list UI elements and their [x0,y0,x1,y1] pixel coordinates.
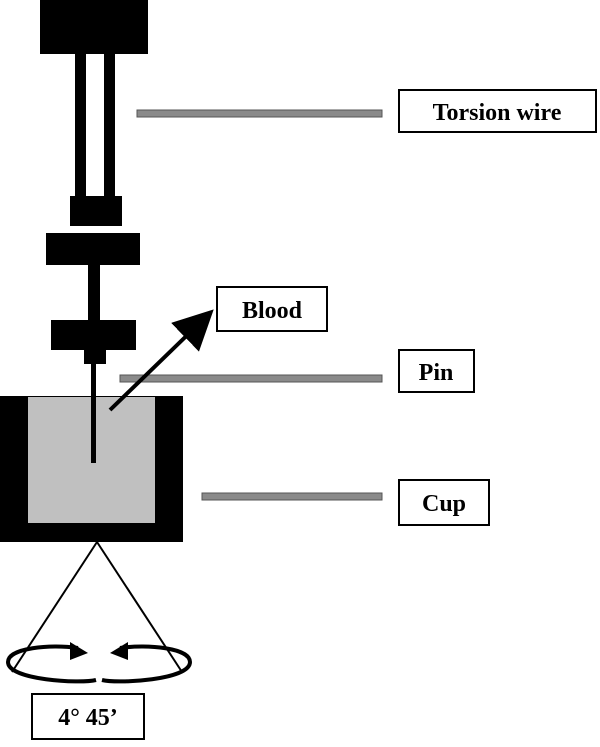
torsion-wire-label-text: Torsion wire [433,100,562,126]
middle-block [46,233,140,265]
oscillation-icon [5,642,193,684]
cup-leader [201,492,383,501]
torsion-wire-assembly [40,0,148,462]
cup-assembly [0,396,183,542]
pin-collar [84,348,106,364]
blood-label-text: Blood [242,298,303,324]
rotation-line-right [96,541,183,673]
angle-label: 4° 45’ [31,693,145,740]
top-mount-block [40,0,148,54]
torsion-wire-leader [136,109,383,118]
upper-collar [70,196,122,226]
shaft-upper [88,265,100,325]
blood-arrow [108,309,214,412]
pin-label: Pin [398,349,475,393]
torsion-wire-gap [86,54,104,198]
lower-block [51,320,136,350]
cup-label: Cup [398,479,490,526]
cup-label-text: Cup [422,491,466,517]
angle-label-text: 4° 45’ [58,705,118,731]
pin-label-text: Pin [419,360,454,386]
torsion-wire-label: Torsion wire [398,89,597,133]
pin-leader [119,374,383,383]
blood-label: Blood [216,286,328,332]
pin-in-blood [91,397,96,463]
